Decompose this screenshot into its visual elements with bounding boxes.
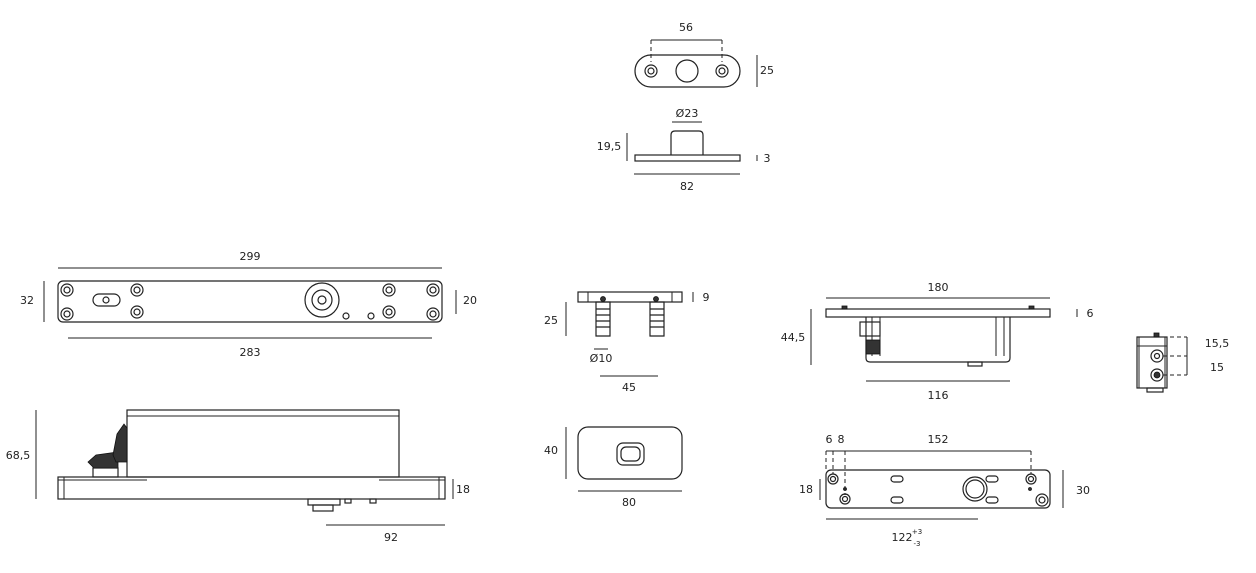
dim-9: 9 [703, 291, 710, 304]
dim-d10: Ø10 [590, 352, 613, 365]
top-plate-plan: 56 25 [634, 21, 774, 88]
dim-116: 116 [928, 389, 949, 402]
dim-25: 25 [760, 64, 774, 77]
bracket-end: 15,5 15 [1136, 332, 1230, 393]
dim-15-5: 15,5 [1205, 337, 1230, 350]
dim-15: 15 [1210, 361, 1224, 374]
dim-152: 152 [928, 433, 949, 446]
tolerance-plus: +3 [912, 528, 922, 536]
dim-d23: Ø23 [676, 107, 699, 120]
dim-30: 30 [1076, 484, 1090, 497]
dim-20: 20 [463, 294, 477, 307]
dim-68-5: 68,5 [6, 449, 31, 462]
dim-283: 283 [240, 346, 261, 359]
dim-299: 299 [240, 250, 261, 263]
bracket-bottom: 6 8 152 18 30 122 +3 -3 [799, 433, 1090, 548]
dim-18-bottom: 18 [799, 483, 813, 496]
bracket-side: 180 6 44,5 116 [781, 281, 1094, 402]
dim-45: 45 [622, 381, 636, 394]
top-plate-side: Ø23 19,5 3 82 [597, 107, 771, 193]
dim-25-pin: 25 [544, 314, 558, 327]
dim-92: 92 [384, 531, 398, 544]
dim-32: 32 [20, 294, 34, 307]
tolerance-minus: -3 [914, 540, 921, 548]
dim-82: 82 [680, 180, 694, 193]
main-side: 68,5 18 92 [6, 409, 470, 544]
dim-44-5: 44,5 [781, 331, 806, 344]
dim-19-5: 19,5 [597, 140, 622, 153]
cover-plate: 40 80 [544, 426, 683, 509]
dim-40: 40 [544, 444, 558, 457]
dim-8: 8 [838, 433, 845, 446]
dim-6: 6 [1087, 307, 1094, 320]
dim-80: 80 [622, 496, 636, 509]
dim-3: 3 [764, 152, 771, 165]
dim-122: 122 [892, 531, 913, 544]
dim-56: 56 [679, 21, 693, 34]
dim-6-bottom: 6 [826, 433, 833, 446]
pin-plate: 9 25 Ø10 45 [544, 291, 710, 394]
dim-18: 18 [456, 483, 470, 496]
dim-180: 180 [928, 281, 949, 294]
main-plate-top: 299 32 20 283 [20, 250, 477, 359]
